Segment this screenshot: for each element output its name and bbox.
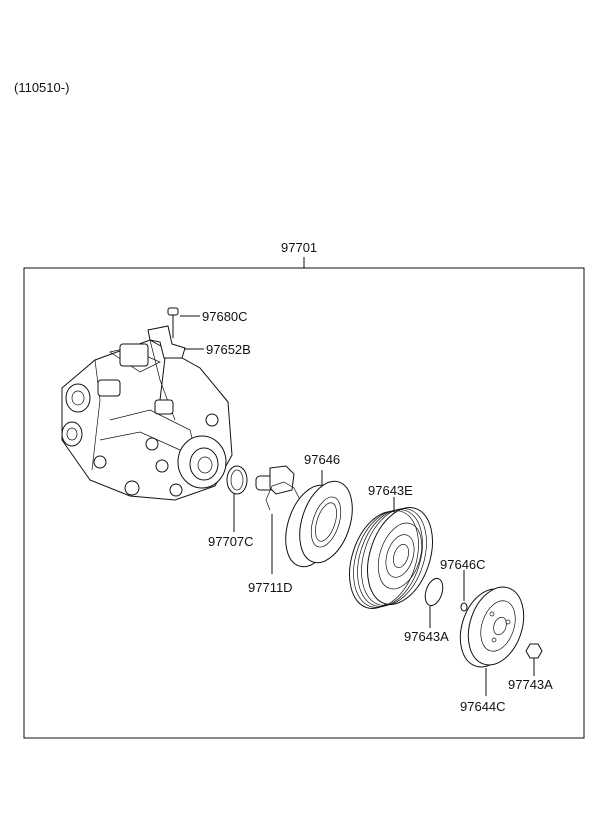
snap-ring-part [424,577,444,607]
field-coil-part [285,480,353,568]
o-ring-label: 97707C [208,534,254,549]
compressor-drawing [61,339,233,501]
o-ring-inner [230,469,244,491]
bolt-label: 97680C [202,309,248,324]
bracket-part [147,325,186,401]
field-coil-label: 97646 [304,452,340,467]
hub-label: 97644C [460,699,506,714]
pulley-part [349,507,433,609]
hub-part [459,586,525,668]
bolt-part [167,307,179,338]
assembly-part-number: 97701 [281,240,317,255]
nut-part [525,643,543,659]
o-ring-part [226,465,248,495]
nut-label: 97743A [508,677,553,692]
switch-label: 97711D [248,580,293,595]
small-ring-part [460,602,468,612]
assembly-frame [23,267,585,739]
snap-ring-label: 97643A [404,629,449,644]
bracket-label: 97652B [206,342,251,357]
pulley-label: 97643E [368,483,413,498]
date-code: (110510-) [14,80,69,95]
small-ring-label: 97646C [440,557,486,572]
